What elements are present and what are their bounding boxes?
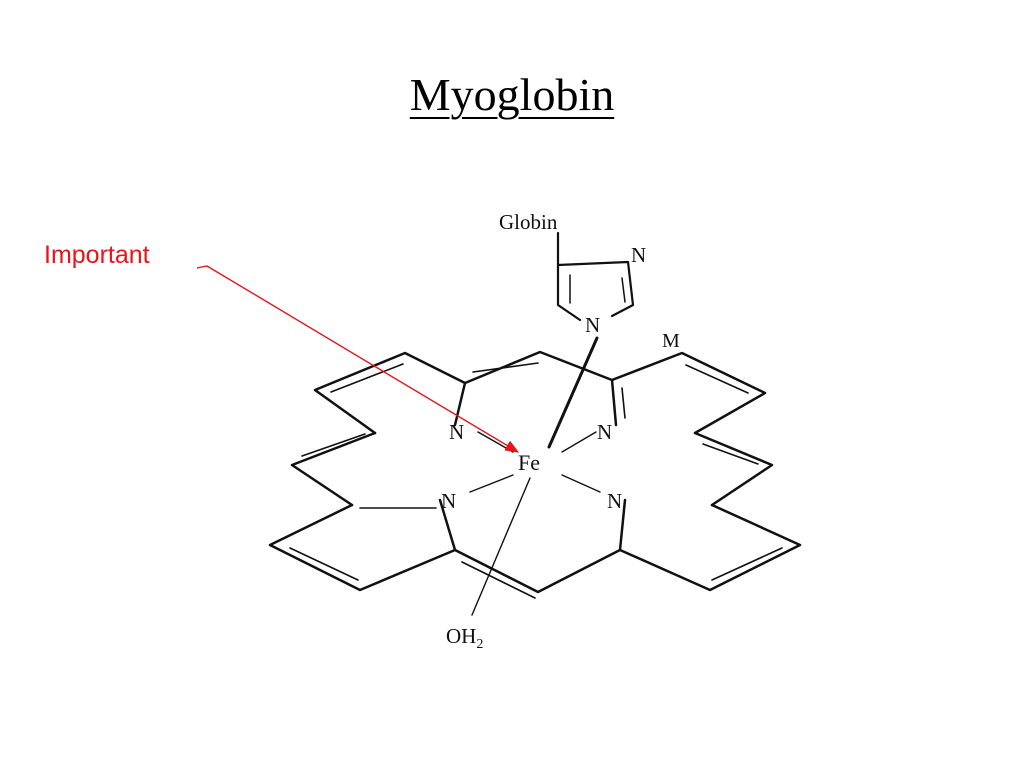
- imidazole-inner-bond-2: [621, 277, 626, 303]
- important-callout-arrow: [196, 265, 520, 453]
- imidazole-ring: [556, 231, 635, 322]
- imidazole-outline-2: [556, 263, 582, 322]
- pyrrole-n-lower-left: N: [441, 489, 456, 513]
- meso-bridge-top-inner-bond: [472, 362, 539, 373]
- fe-coordination-bonds: [469, 336, 601, 616]
- pyrrole-n-upper-right: N: [597, 420, 612, 444]
- meso-bridge-top: [463, 350, 614, 385]
- pyrrole-lower-left-inner-bond: [289, 547, 359, 581]
- pyrrole-upper-left: [313, 351, 467, 435]
- fe-his-bond: [547, 336, 599, 449]
- meso-bridge-bottom-inner-bond: [461, 561, 536, 599]
- pyrrole-upper-right: [610, 351, 767, 435]
- meso-bridge-right: [693, 431, 774, 507]
- atom-labels: Globin N N M N N N N Fe OH2: [441, 210, 680, 652]
- globin-label: Globin: [499, 210, 558, 234]
- water-oh: OH: [446, 624, 476, 648]
- meso-label: M: [662, 330, 680, 352]
- pyrrole-n-upper-left: N: [449, 420, 464, 444]
- meso-bridge-left: [290, 431, 377, 507]
- fe-n-bond-lower-right: [561, 474, 601, 493]
- pyrrole-lower-right: [618, 498, 802, 592]
- pyrrole-n-lower-right: N: [607, 489, 622, 513]
- imidazole-n-bottom: N: [585, 313, 600, 337]
- imidazole-outline: [556, 260, 635, 318]
- slide-title: Myoglobin: [409, 69, 615, 120]
- meso-bridge-bottom: [453, 548, 622, 594]
- pyrrole-lower-right-inner-bond: [711, 547, 783, 581]
- important-callout-label: Important: [44, 241, 150, 269]
- fe-n-bond-lower-left: [469, 474, 514, 493]
- pyrrole-upper-left-inner-bond: [330, 363, 404, 393]
- pyrrole-lower-left: [268, 498, 457, 592]
- meso-bridge-left-inner-bond: [301, 433, 366, 457]
- pyrrole-upper-right-inner-bond: [685, 364, 749, 394]
- water-label: OH2: [446, 624, 483, 652]
- meso-bridge-right-inner-bond: [702, 443, 759, 465]
- fe-water-bond: [471, 477, 531, 616]
- pyrrole-upper-right-inner-bond-2: [621, 387, 626, 419]
- fe-n-bond-upper-right: [561, 431, 597, 453]
- water-subscript: 2: [476, 637, 483, 652]
- porphyrin-ring: [268, 350, 802, 599]
- fe-label: Fe: [518, 450, 540, 475]
- fe-n-bond-upper-left: [477, 431, 514, 453]
- imidazole-n-top: N: [631, 243, 646, 267]
